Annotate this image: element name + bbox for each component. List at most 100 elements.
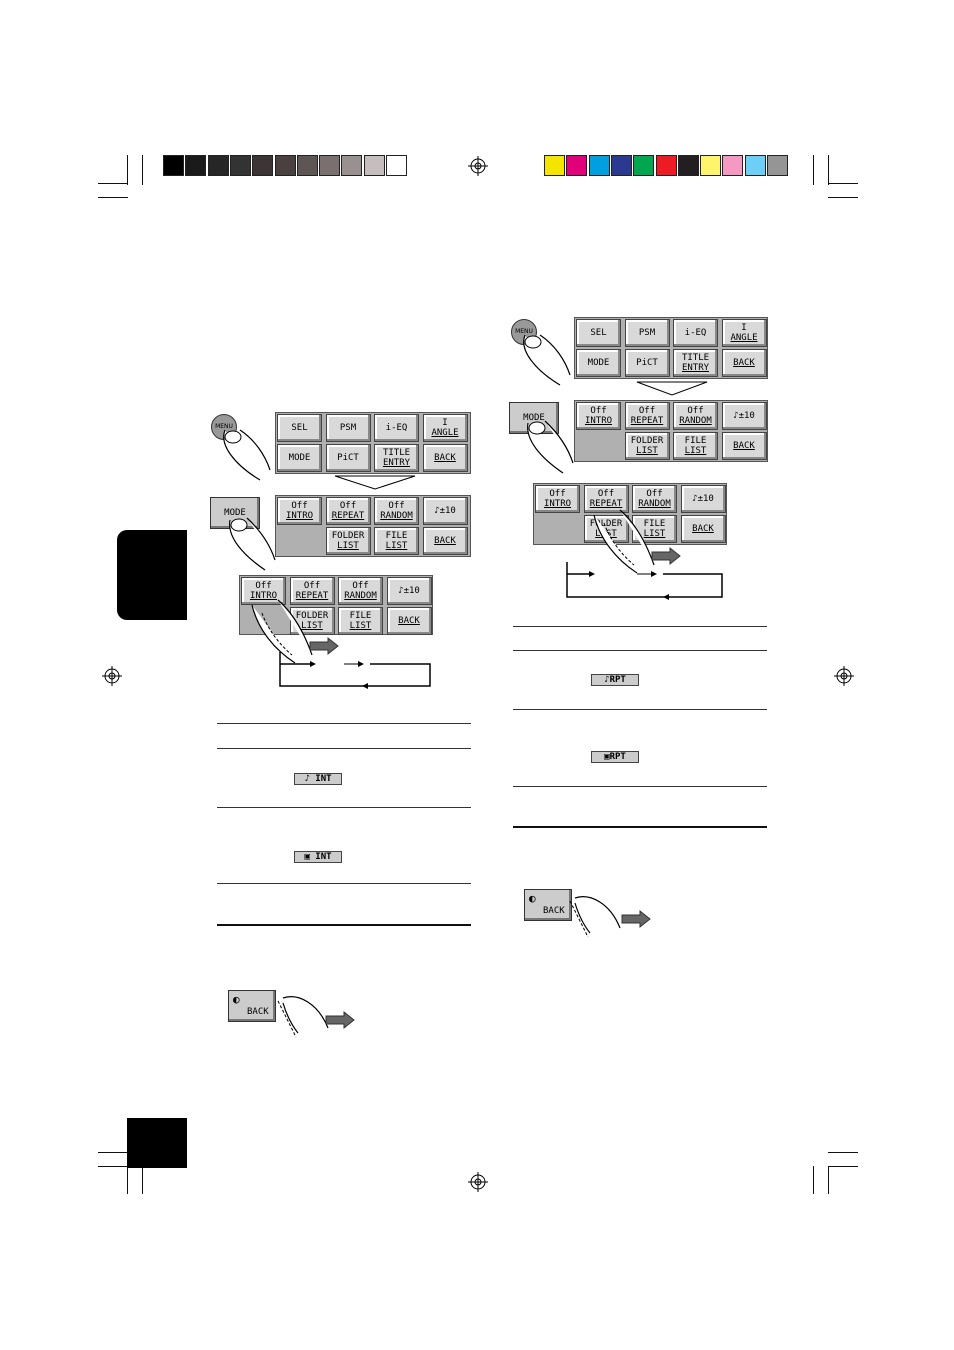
back-icon: ◐ — [233, 993, 240, 1006]
finger-press-icon — [523, 334, 571, 386]
button-label-line2: BACK — [733, 441, 755, 451]
finger-press-icon — [527, 420, 574, 474]
track-repeat-indicator: ♪RPT — [591, 674, 639, 686]
table-rule — [513, 786, 767, 787]
folder-repeat-indicator: ▣RPT — [591, 751, 639, 763]
button-label-line2: LIST — [636, 446, 658, 456]
button-label-line1: Off — [303, 581, 321, 591]
arrow-down-icon — [334, 475, 416, 490]
back-button[interactable]: ◐ BACK — [524, 889, 572, 921]
button-label-line1: PSM — [339, 423, 357, 433]
10-button[interactable]: ♪±10 — [721, 402, 767, 430]
table-rule — [217, 723, 471, 724]
back-icon: ◐ — [529, 892, 536, 905]
button-label-line2: INTRO — [584, 416, 613, 426]
10-button[interactable]: ♪±10 — [680, 485, 726, 513]
button-label-line1: I — [442, 418, 448, 428]
mode-button[interactable]: MODE — [277, 444, 322, 472]
color-swatch — [767, 155, 788, 176]
color-swatch — [274, 155, 296, 176]
button-label-line1: PSM — [638, 328, 656, 338]
arrow-right-icon — [621, 909, 651, 929]
finger-press-icon — [223, 429, 271, 481]
back-button[interactable]: ◐ BACK — [228, 990, 276, 1022]
10-button[interactable]: ♪±10 — [422, 497, 468, 525]
mode-button[interactable]: MODE — [576, 349, 621, 377]
back-button[interactable]: BACK — [721, 432, 767, 460]
button-label-line1: ♪±10 — [692, 494, 714, 504]
color-swatch — [252, 155, 274, 176]
psm-button[interactable]: PSM — [624, 319, 670, 347]
color-swatch — [386, 155, 407, 176]
button-label-line2: ENTRY — [382, 458, 411, 468]
back-button[interactable]: BACK — [422, 527, 468, 555]
button-label-line1: ♪±10 — [398, 586, 420, 596]
psm-button[interactable]: PSM — [325, 414, 371, 442]
color-swatch — [341, 155, 363, 176]
button-label-line2: BACK — [733, 358, 755, 368]
button-label-line1: FOLDER — [331, 531, 365, 541]
button-label-line1: Off — [255, 581, 272, 591]
button-label-line1: FILE — [385, 531, 408, 541]
arrow-right-icon — [651, 546, 681, 566]
back-button[interactable]: BACK — [422, 444, 468, 472]
button-label-line2: RANDOM — [638, 499, 671, 509]
color-swatch — [700, 155, 722, 176]
button-label-line1: FOLDER — [589, 519, 623, 529]
button-label-line1: Off — [687, 406, 704, 416]
button-label-line1: Off — [549, 489, 566, 499]
sel-button[interactable]: SEL — [576, 319, 621, 347]
button-label-line2: BACK — [398, 616, 420, 626]
10-button[interactable]: ♪±10 — [386, 577, 432, 605]
button-label-line1: FOLDER — [295, 611, 329, 621]
button-label-line2: REPEAT — [589, 499, 623, 509]
crosshair-right-icon — [834, 666, 854, 686]
button-label-line1: TITLE — [382, 448, 411, 458]
color-swatch — [566, 155, 588, 176]
i-eq-button[interactable]: i-EQ — [374, 414, 419, 442]
button-label-line2: REPEAT — [630, 416, 664, 426]
table-rule — [513, 826, 767, 828]
sel-button[interactable]: SEL — [277, 414, 322, 442]
button-label-line1: MODE — [587, 358, 610, 368]
button-label-line1: Off — [388, 501, 405, 511]
i-eq-button[interactable]: i-EQ — [673, 319, 718, 347]
color-swatch — [207, 155, 229, 176]
button-label-line2: REPEAT — [331, 511, 365, 521]
table-rule — [217, 924, 471, 926]
button-label-line1: ♪±10 — [733, 411, 755, 421]
back-button[interactable]: BACK — [386, 607, 432, 635]
button-label-line1: Off — [339, 501, 357, 511]
table-rule — [217, 807, 471, 808]
finger-press-icon — [569, 896, 621, 938]
button-label-line1: TITLE — [681, 353, 710, 363]
crosshair-bottom-icon — [468, 1172, 488, 1192]
pict-button[interactable]: PiCT — [624, 349, 670, 377]
button-label-line1: FILE — [349, 611, 372, 621]
back-button[interactable]: BACK — [680, 515, 726, 543]
button-label-line2: INTRO — [543, 499, 572, 509]
pict-button[interactable]: PiCT — [325, 444, 371, 472]
back-button[interactable]: BACK — [721, 349, 767, 377]
